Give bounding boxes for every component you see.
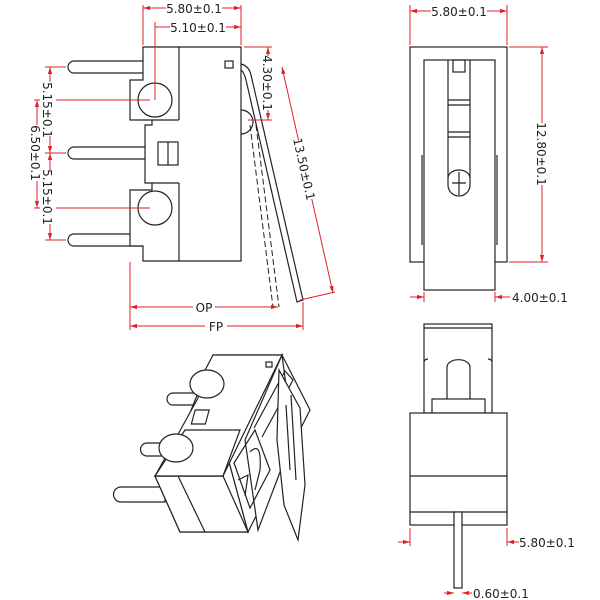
logo-mark (224, 60, 234, 69)
dim-pitch-bottom: 5.15±0.1 (40, 169, 54, 225)
lever-end (423, 323, 493, 414)
isometric-view (112, 352, 311, 543)
label-fp: FP (209, 320, 223, 334)
dim-pin-offset: 5.10±0.1 (170, 21, 226, 35)
switch-body (129, 46, 242, 262)
dim-lever-height: 4.30±0.1 (260, 55, 274, 111)
pins (67, 60, 145, 247)
actuator-plunger (446, 359, 471, 399)
dim-lever-width: 4.00±0.1 (512, 291, 568, 305)
iso-pin-bottom (112, 486, 166, 503)
dim-pin-width: 0.60±0.1 (473, 587, 529, 600)
side-view: 5.80±0.1 5.10±0.1 4.30±0.1 13.50±0.1 5.1… (28, 1, 336, 334)
iso-lever (276, 367, 306, 543)
lever (240, 63, 304, 303)
top-dimensions: 5.80±0.1 12.80±0.1 4.00±0.1 (409, 4, 568, 305)
end-dimensions: 5.80±0.1 0.60±0.1 (398, 528, 575, 600)
lever-operated-position (249, 124, 280, 308)
switch-body-end (409, 412, 508, 526)
dim-top-length: 12.80±0.1 (534, 122, 548, 186)
dim-pitch-total: 6.50±0.1 (28, 125, 42, 181)
dim-width: 5.80±0.1 (166, 2, 222, 16)
dim-end-width: 5.80±0.1 (519, 536, 575, 550)
dim-lever-length: 13.50±0.1 (290, 137, 318, 202)
dim-top-width: 5.80±0.1 (431, 5, 487, 19)
end-view: 5.80±0.1 0.60±0.1 (398, 323, 575, 600)
label-op: OP (196, 301, 213, 315)
pin-end (453, 511, 463, 589)
top-view: 5.80±0.1 12.80±0.1 4.00±0.1 (409, 4, 568, 305)
dim-pitch-top: 5.15±0.1 (40, 82, 54, 138)
